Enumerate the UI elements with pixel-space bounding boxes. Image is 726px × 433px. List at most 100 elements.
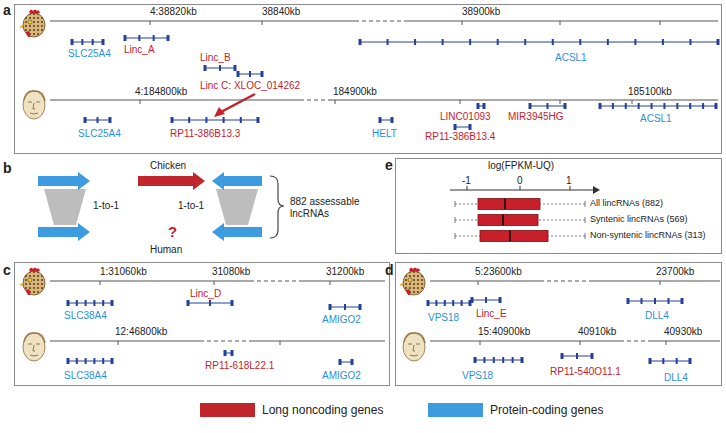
legend-swatch xyxy=(428,403,483,417)
exon xyxy=(471,297,474,303)
exon xyxy=(638,103,640,109)
axis-label: 31080kb xyxy=(212,266,250,278)
exon xyxy=(234,65,237,71)
exon xyxy=(529,103,532,109)
gene-arrow xyxy=(138,172,205,190)
gene-track xyxy=(68,303,112,304)
exon xyxy=(92,39,94,45)
gene-track xyxy=(428,303,470,304)
art-stroke xyxy=(520,186,521,190)
art-stroke xyxy=(462,21,463,25)
exon xyxy=(205,117,207,123)
annotation: Chicken xyxy=(150,160,186,172)
exon xyxy=(454,124,457,130)
exon xyxy=(512,357,514,363)
box-plot xyxy=(478,215,538,226)
annotation: Human xyxy=(150,244,182,256)
gene-name: SLC38A4 xyxy=(64,310,107,322)
exon xyxy=(124,35,127,41)
art-stroke xyxy=(660,281,661,285)
panel-box: d5:23600kb23700kbVPS18Linc_EDLL415:40900… xyxy=(395,262,722,386)
gene-track xyxy=(475,360,522,361)
exon xyxy=(662,39,664,45)
gene-name: DLL4 xyxy=(664,372,688,384)
gene-track xyxy=(650,361,690,362)
annotation: ? xyxy=(168,223,177,241)
art-stroke xyxy=(650,341,720,342)
gene-name: AMIGO2 xyxy=(322,370,361,382)
art-stroke xyxy=(330,281,331,285)
panel-box: c1:31060kb31080kb31200kbSLC38A4Linc_DAMI… xyxy=(14,262,390,386)
exon xyxy=(138,35,140,41)
art-stroke xyxy=(585,217,586,223)
art-stroke xyxy=(355,21,405,22)
art-stroke xyxy=(330,100,718,101)
exon xyxy=(461,300,463,306)
exon xyxy=(499,297,502,303)
exon xyxy=(81,39,83,45)
legend-swatch xyxy=(200,403,255,417)
gene-name: Linc_E xyxy=(476,308,507,320)
axis-label: Syntenic lincRNAs (569) xyxy=(590,214,688,225)
exon xyxy=(662,358,664,364)
art-stroke xyxy=(502,215,504,226)
gene-name: Linc_A xyxy=(124,44,155,56)
exon xyxy=(493,357,495,363)
exon xyxy=(249,71,251,77)
exon xyxy=(204,65,207,71)
exon xyxy=(676,103,678,109)
exon xyxy=(502,357,504,363)
exon xyxy=(469,124,472,130)
exon xyxy=(76,300,78,306)
exon xyxy=(483,357,485,363)
exon xyxy=(564,103,567,109)
axis-label: 15:40900kb xyxy=(478,326,530,338)
art-stroke xyxy=(262,21,263,25)
box-plot xyxy=(480,231,548,242)
axis-label: 4:38820kb xyxy=(150,6,197,18)
exon xyxy=(67,300,70,306)
exon xyxy=(663,103,665,109)
art-stroke xyxy=(478,281,479,285)
exon xyxy=(717,39,720,45)
exon xyxy=(452,300,454,306)
exon xyxy=(497,39,499,45)
gene-name: ACSL1 xyxy=(555,52,587,64)
exon xyxy=(469,39,471,45)
panel-letter: e xyxy=(385,157,393,174)
art-stroke xyxy=(118,341,119,345)
art-stroke xyxy=(200,341,250,342)
exon xyxy=(524,39,526,45)
exon xyxy=(231,350,234,356)
gene-name: VPS18 xyxy=(462,370,493,382)
exon xyxy=(668,298,670,304)
exon xyxy=(257,117,260,123)
art-stroke xyxy=(280,341,281,345)
art-stroke xyxy=(335,100,336,104)
panel-letter: c xyxy=(3,262,11,279)
panel-letter: a xyxy=(3,2,11,19)
exon xyxy=(237,71,240,77)
box-plot xyxy=(478,199,540,210)
art-stroke xyxy=(455,201,456,207)
art-stroke xyxy=(300,100,330,101)
gene-name: AMIGO2 xyxy=(322,314,361,326)
exon xyxy=(625,103,627,109)
exon xyxy=(634,39,636,45)
axis-label: 1 xyxy=(566,175,572,187)
gene-track xyxy=(380,120,392,121)
gene-track xyxy=(360,42,718,43)
exon xyxy=(93,358,95,364)
exon xyxy=(85,358,87,364)
legend-text: Long noncoding genes xyxy=(262,403,383,417)
exon xyxy=(576,353,578,359)
art-stroke xyxy=(50,341,200,342)
exon xyxy=(715,103,718,109)
exon xyxy=(612,103,614,109)
gene-name: Linc C: XLOC_014262 xyxy=(200,80,300,92)
exon xyxy=(627,298,630,304)
exon xyxy=(689,103,691,109)
art-stroke xyxy=(480,341,481,345)
gene-name: RP11-540O11.1 xyxy=(550,366,621,378)
exon xyxy=(552,39,554,45)
